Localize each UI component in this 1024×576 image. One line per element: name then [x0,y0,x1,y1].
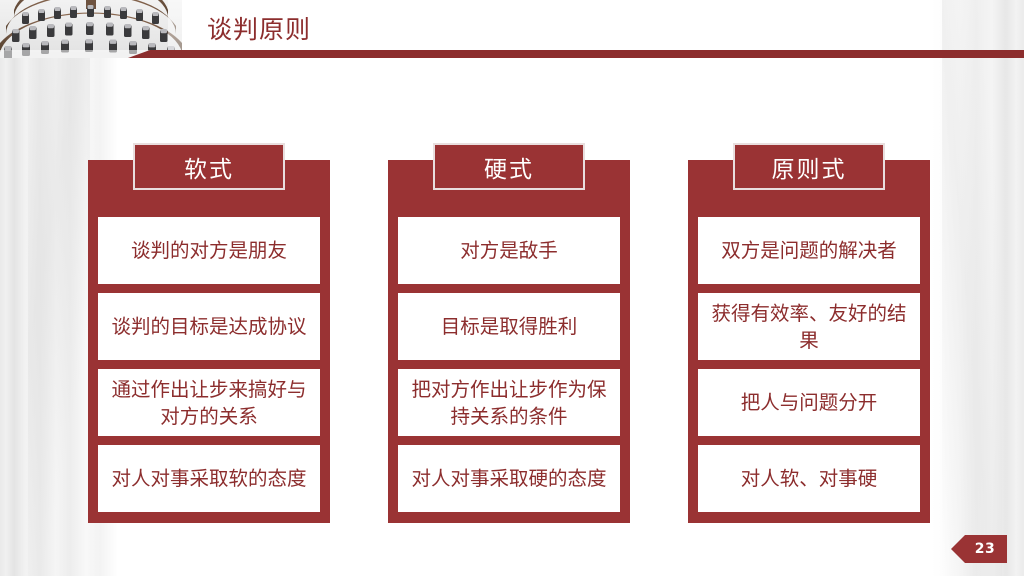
list-item: 通过作出让步来搞好与对方的关系 [98,369,320,436]
column-header-3: 原则式 [733,143,885,190]
column-1-items: 谈判的对方是朋友 谈判的目标是达成协议 通过作出让步来搞好与对方的关系 对人对事… [98,217,320,512]
list-item: 谈判的对方是朋友 [98,217,320,284]
page-number-badge: 23 [951,535,1007,563]
list-item: 对人对事采取软的态度 [98,445,320,512]
list-item: 获得有效率、友好的结果 [698,293,920,360]
list-item: 把人与问题分开 [698,369,920,436]
chevron-tag-shape [951,535,1007,563]
column-header-1: 软式 [133,143,285,190]
list-item: 对人对事采取硬的态度 [398,445,620,512]
list-item: 目标是取得胜利 [398,293,620,360]
comparison-columns: 谈判的对方是朋友 谈判的目标是达成协议 通过作出让步来搞好与对方的关系 对人对事… [88,143,930,523]
column-2-items: 对方是敌手 目标是取得胜利 把对方作出让步作为保持关系的条件 对人对事采取硬的态… [398,217,620,512]
list-item: 把对方作出让步作为保持关系的条件 [398,369,620,436]
column-3-items: 双方是问题的解决者 获得有效率、友好的结果 把人与问题分开 对人软、对事硬 [698,217,920,512]
page-number-text: 23 [974,541,996,557]
page-title: 谈判原则 [207,15,312,44]
right-edge-texture [932,0,1024,576]
column-panel-1: 谈判的对方是朋友 谈判的目标是达成协议 通过作出让步来搞好与对方的关系 对人对事… [88,160,330,523]
list-item: 对人软、对事硬 [698,445,920,512]
list-item: 谈判的目标是达成协议 [98,293,320,360]
column-panel-2: 对方是敌手 目标是取得胜利 把对方作出让步作为保持关系的条件 对人对事采取硬的态… [388,160,630,523]
column-header-2: 硬式 [433,143,585,190]
list-item: 对方是敌手 [398,217,620,284]
column-panel-3: 双方是问题的解决者 获得有效率、友好的结果 把人与问题分开 对人软、对事硬 [688,160,930,523]
title-divider-rule [128,49,1024,58]
conference-auditorium-photo-icon [0,0,182,58]
list-item: 双方是问题的解决者 [698,217,920,284]
